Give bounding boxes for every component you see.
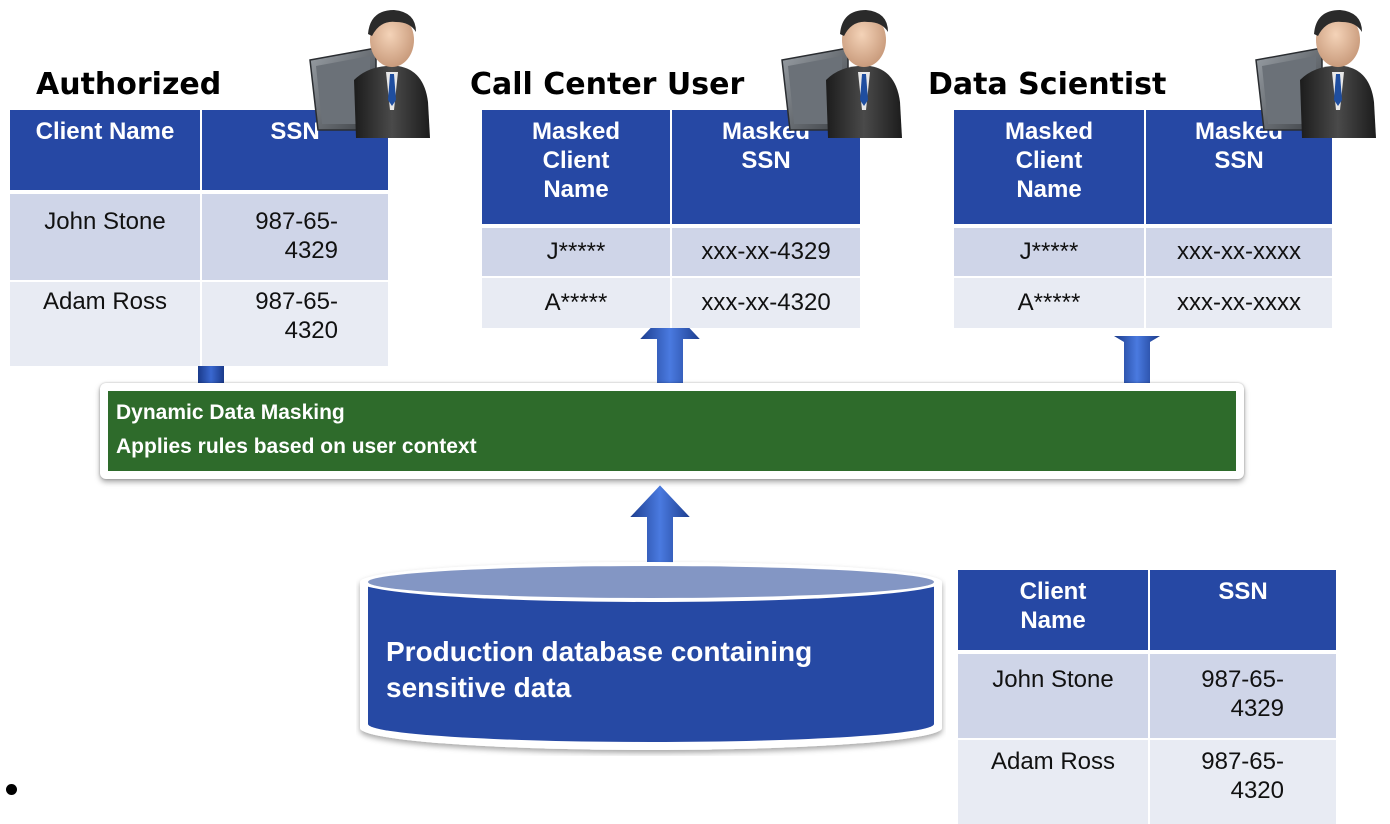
user-at-computer-icon <box>781 10 902 138</box>
data-scientist-table: Masked Client Name Masked SSN J***** xxx… <box>954 110 1332 328</box>
authorized-table: Client Name SSN John Stone 987-65-4329 A… <box>10 110 388 366</box>
masking-bar-fill <box>108 391 1236 471</box>
table-cell: xxx-xx-xxxx <box>1144 278 1332 328</box>
table-cell: J***** <box>482 228 670 276</box>
table-cell: A***** <box>482 278 670 328</box>
table-cell: J***** <box>954 228 1144 276</box>
table-cell: 987-65-4329 <box>200 194 388 280</box>
database-cylinder-icon <box>360 562 942 750</box>
authorized-title: Authorized <box>36 67 222 102</box>
masking-title: Dynamic Data Masking <box>116 401 345 424</box>
table-cell: Adam Ross <box>10 282 200 366</box>
table-header: Client Name <box>958 570 1148 650</box>
table-cell: 987-65-4329 <box>1148 654 1336 738</box>
table-cell: A***** <box>954 278 1144 328</box>
table-header: Client Name <box>10 110 200 190</box>
table-header: Masked Client Name <box>954 110 1144 224</box>
up-arrow-icon <box>1114 336 1160 388</box>
database-table: Client Name SSN John Stone 987-65-4329 A… <box>958 570 1336 824</box>
call-center-user-title: Call Center User <box>470 67 745 102</box>
table-cell: xxx-xx-4320 <box>670 278 860 328</box>
data-scientist-title: Data Scientist <box>928 67 1167 102</box>
table-cell: xxx-xx-4329 <box>670 228 860 276</box>
up-arrow-icon <box>626 482 694 566</box>
database-label: Production database containing sensitive… <box>386 636 813 703</box>
table-cell: John Stone <box>958 654 1148 738</box>
bullet-icon <box>6 784 17 795</box>
table-cell: 987-65-4320 <box>1148 740 1336 824</box>
call-center-table: Masked Client Name Masked SSN J***** xxx… <box>482 110 860 328</box>
table-header: Masked Client Name <box>482 110 670 224</box>
table-header: SSN <box>1148 570 1336 650</box>
table-cell: John Stone <box>10 194 200 280</box>
table-cell: xxx-xx-xxxx <box>1144 228 1332 276</box>
dynamic-data-masking-bar: Dynamic Data Masking Applies rules based… <box>100 383 1244 479</box>
user-at-computer-icon <box>1255 10 1376 138</box>
masking-subtitle: Applies rules based on user context <box>116 435 477 458</box>
table-header: Masked SSN <box>1144 110 1332 224</box>
user-at-computer-icon <box>309 10 430 138</box>
table-cell: 987-65-4320 <box>200 282 388 366</box>
table-cell: Adam Ross <box>958 740 1148 824</box>
